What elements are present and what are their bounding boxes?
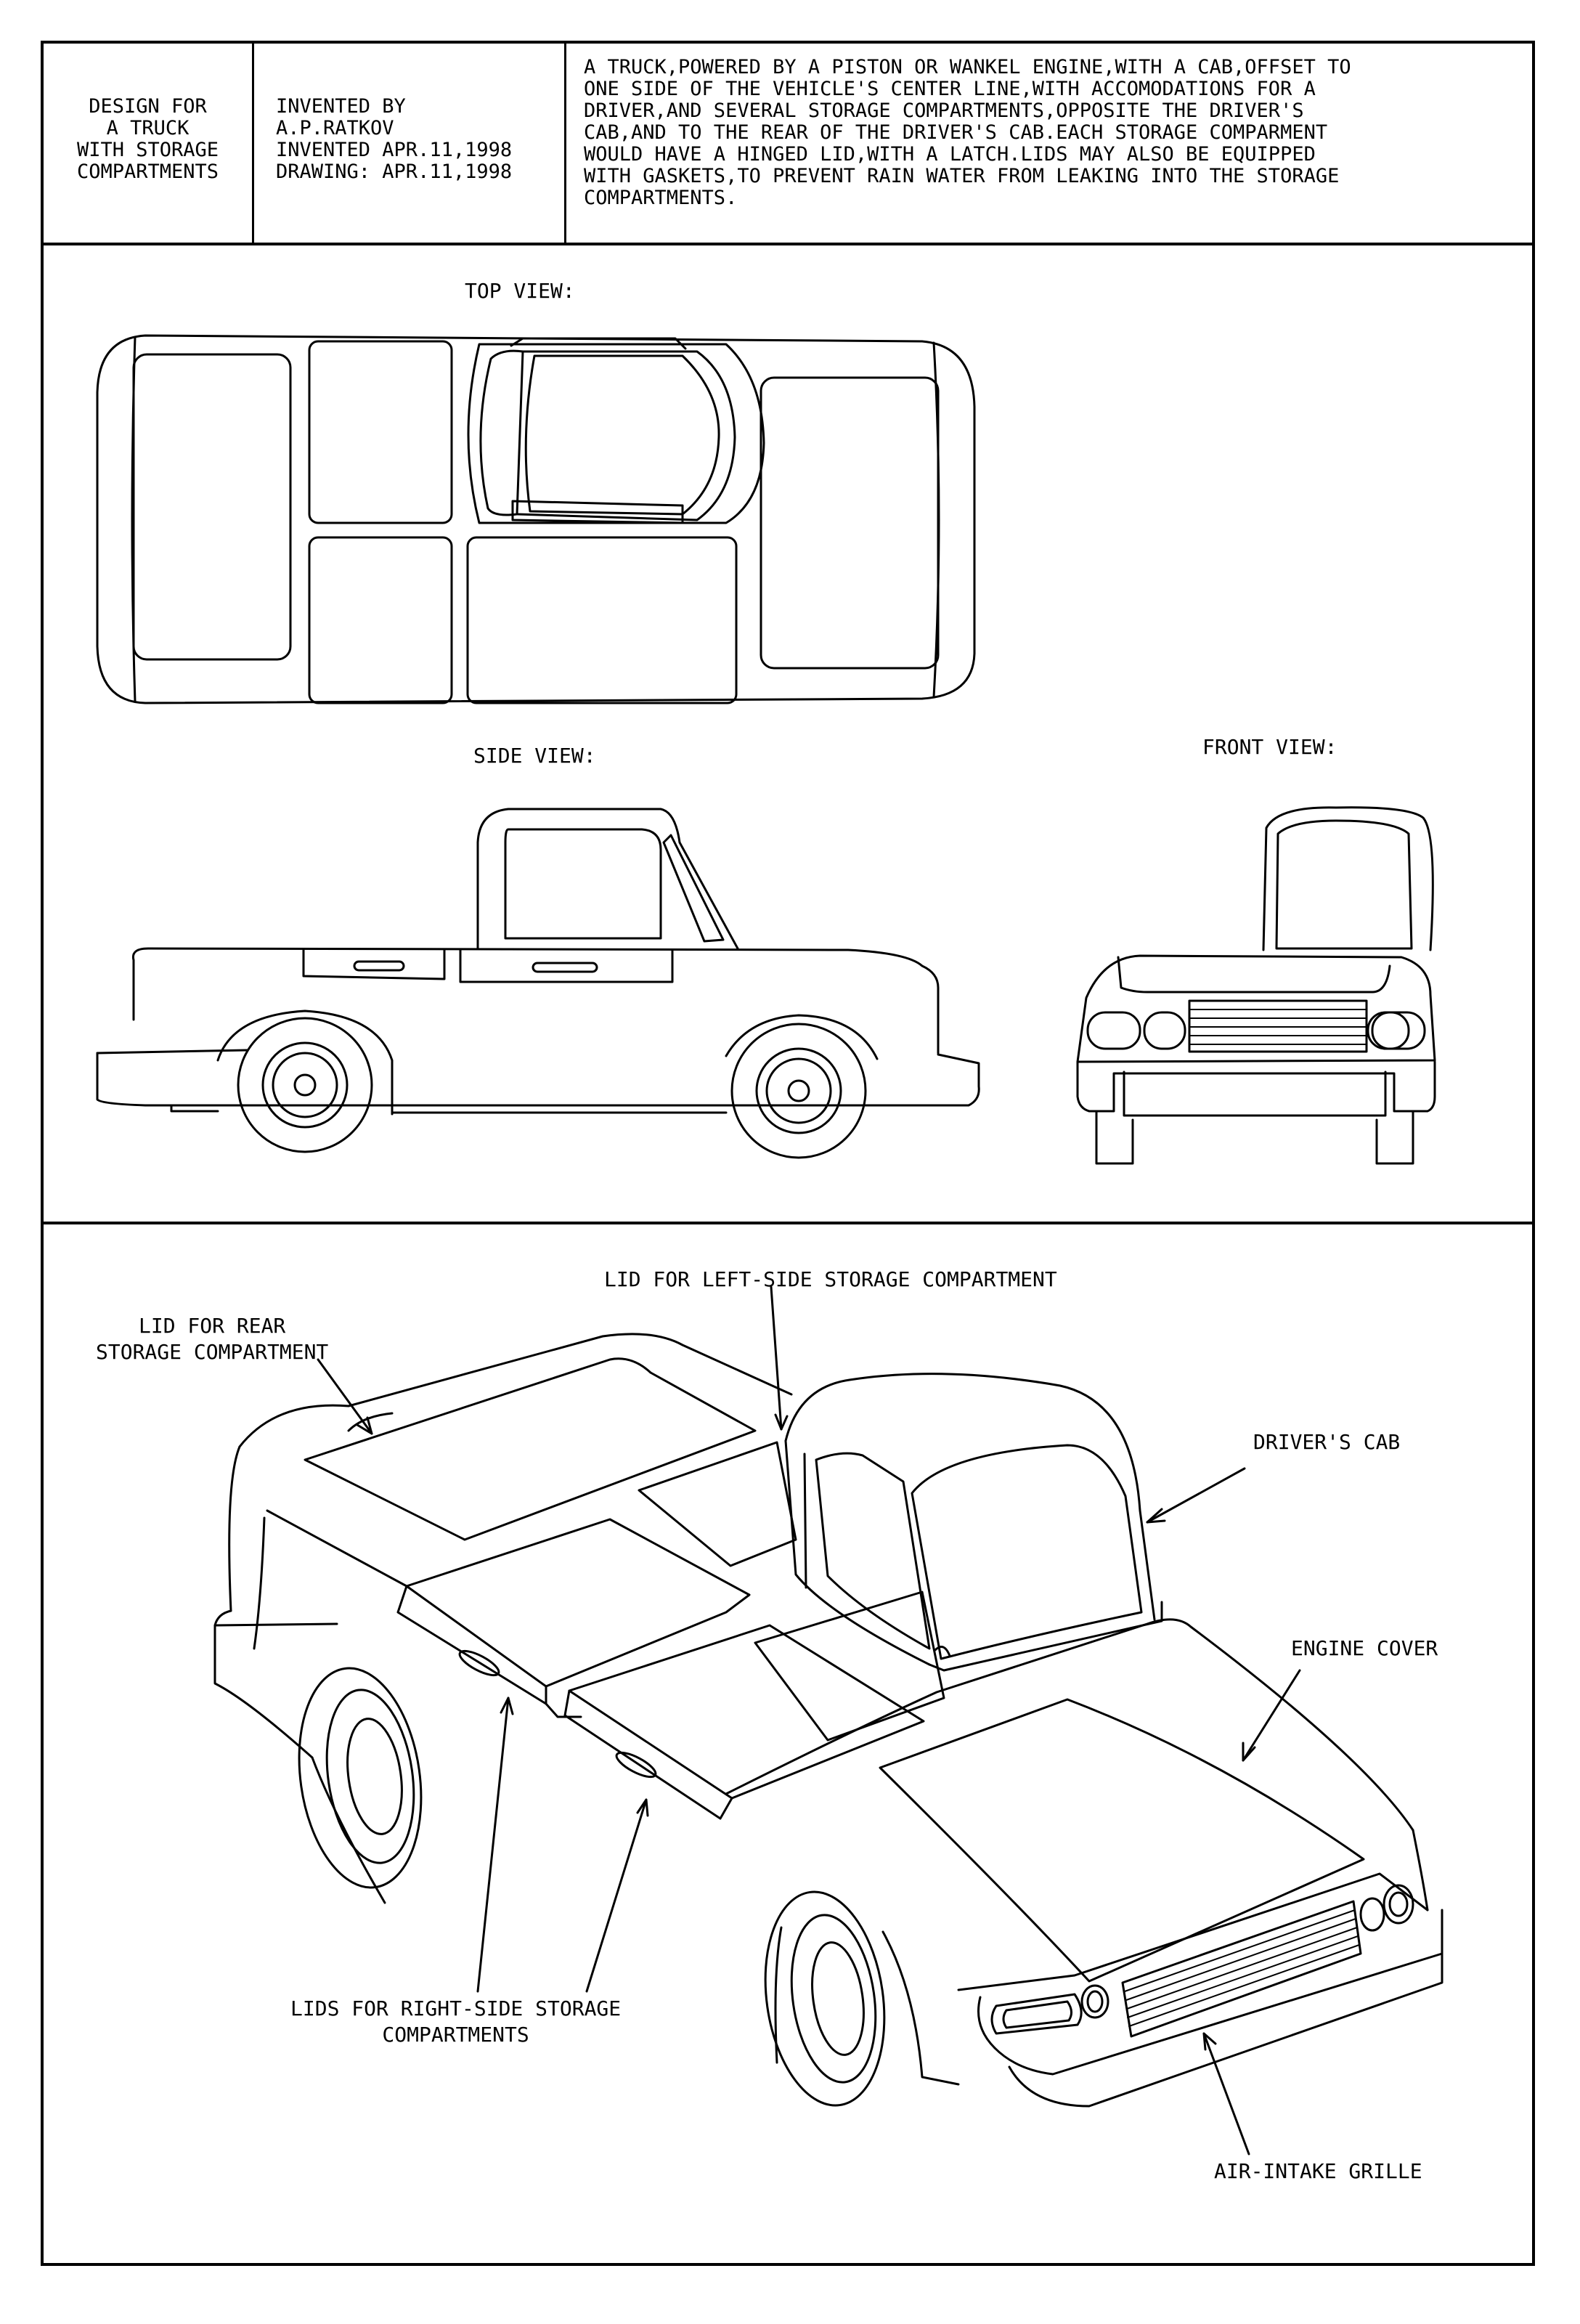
front-cab [1262, 806, 1434, 951]
side-rear-wheel [237, 1017, 373, 1153]
design-title: DESIGN FOR A TRUCK WITH STORAGE COMPARTM… [44, 44, 254, 243]
iso-engine-cover [879, 1698, 1365, 1983]
top-right-lid-rear [308, 536, 453, 704]
top-view-label: TOP VIEW: [465, 279, 575, 303]
iso-rear-lid [304, 1357, 757, 1541]
orthographic-views-panel [44, 245, 1532, 1224]
iso-front-wheel [764, 1890, 886, 2107]
iso-grille [1121, 1900, 1362, 2038]
iso-right-latch-rear [458, 1649, 500, 1677]
isometric-view-drawing [213, 1285, 1443, 2156]
front-headlight-right-outer [1371, 1011, 1426, 1050]
iso-rear-wheel [298, 1667, 423, 1889]
leader-lines [317, 1285, 1301, 2156]
top-left-lid-rear [308, 340, 453, 524]
title-block: DESIGN FOR A TRUCK WITH STORAGE COMPARTM… [44, 44, 1532, 245]
top-rear-lid [132, 353, 292, 661]
top-view-drawing [96, 334, 976, 704]
front-view-drawing [1076, 806, 1436, 1165]
side-cab [476, 808, 739, 950]
inventor-info: INVENTED BY A.P.RATKOV INVENTED APR.11,1… [254, 44, 566, 243]
front-view-label: FRONT VIEW: [1202, 735, 1337, 759]
side-view-label: SIDE VIEW: [473, 744, 596, 768]
callout-lid-rear: LID FOR REAR STORAGE COMPARTMENT [96, 1314, 329, 1364]
callout-lid-left: LID FOR LEFT-SIDE STORAGE COMPARTMENT [604, 1267, 1057, 1291]
iso-right-latch-front [615, 1751, 657, 1779]
side-front-wheel [730, 1023, 867, 1159]
drawing-frame: DESIGN FOR A TRUCK WITH STORAGE COMPARTM… [41, 41, 1535, 2266]
iso-cab [784, 1373, 1156, 1621]
callout-lids-right: LIDS FOR RIGHT-SIDE STORAGE COMPARTMENTS [290, 1996, 622, 2047]
callout-drivers-cab: DRIVER'S CAB [1253, 1430, 1401, 1454]
iso-right-lid-rear [405, 1518, 751, 1688]
design-description: A TRUCK,POWERED BY A PISTON OR WANKEL EN… [584, 56, 1351, 209]
front-headlight-left-outer [1086, 1011, 1141, 1050]
top-engine-cover [760, 376, 940, 670]
iso-left-lid [638, 1441, 797, 1567]
top-cab [467, 337, 765, 524]
top-right-lid-front [466, 536, 738, 704]
callout-engine-cover: ENGINE COVER [1291, 1636, 1438, 1660]
callout-air-intake-grille: AIR-INTAKE GRILLE [1214, 2159, 1422, 2183]
iso-headlight-left [990, 1993, 1083, 2035]
side-view-drawing [96, 808, 980, 1159]
iso-headlight-right [1359, 1897, 1385, 1932]
iso-right-lid-front [568, 1624, 925, 1800]
